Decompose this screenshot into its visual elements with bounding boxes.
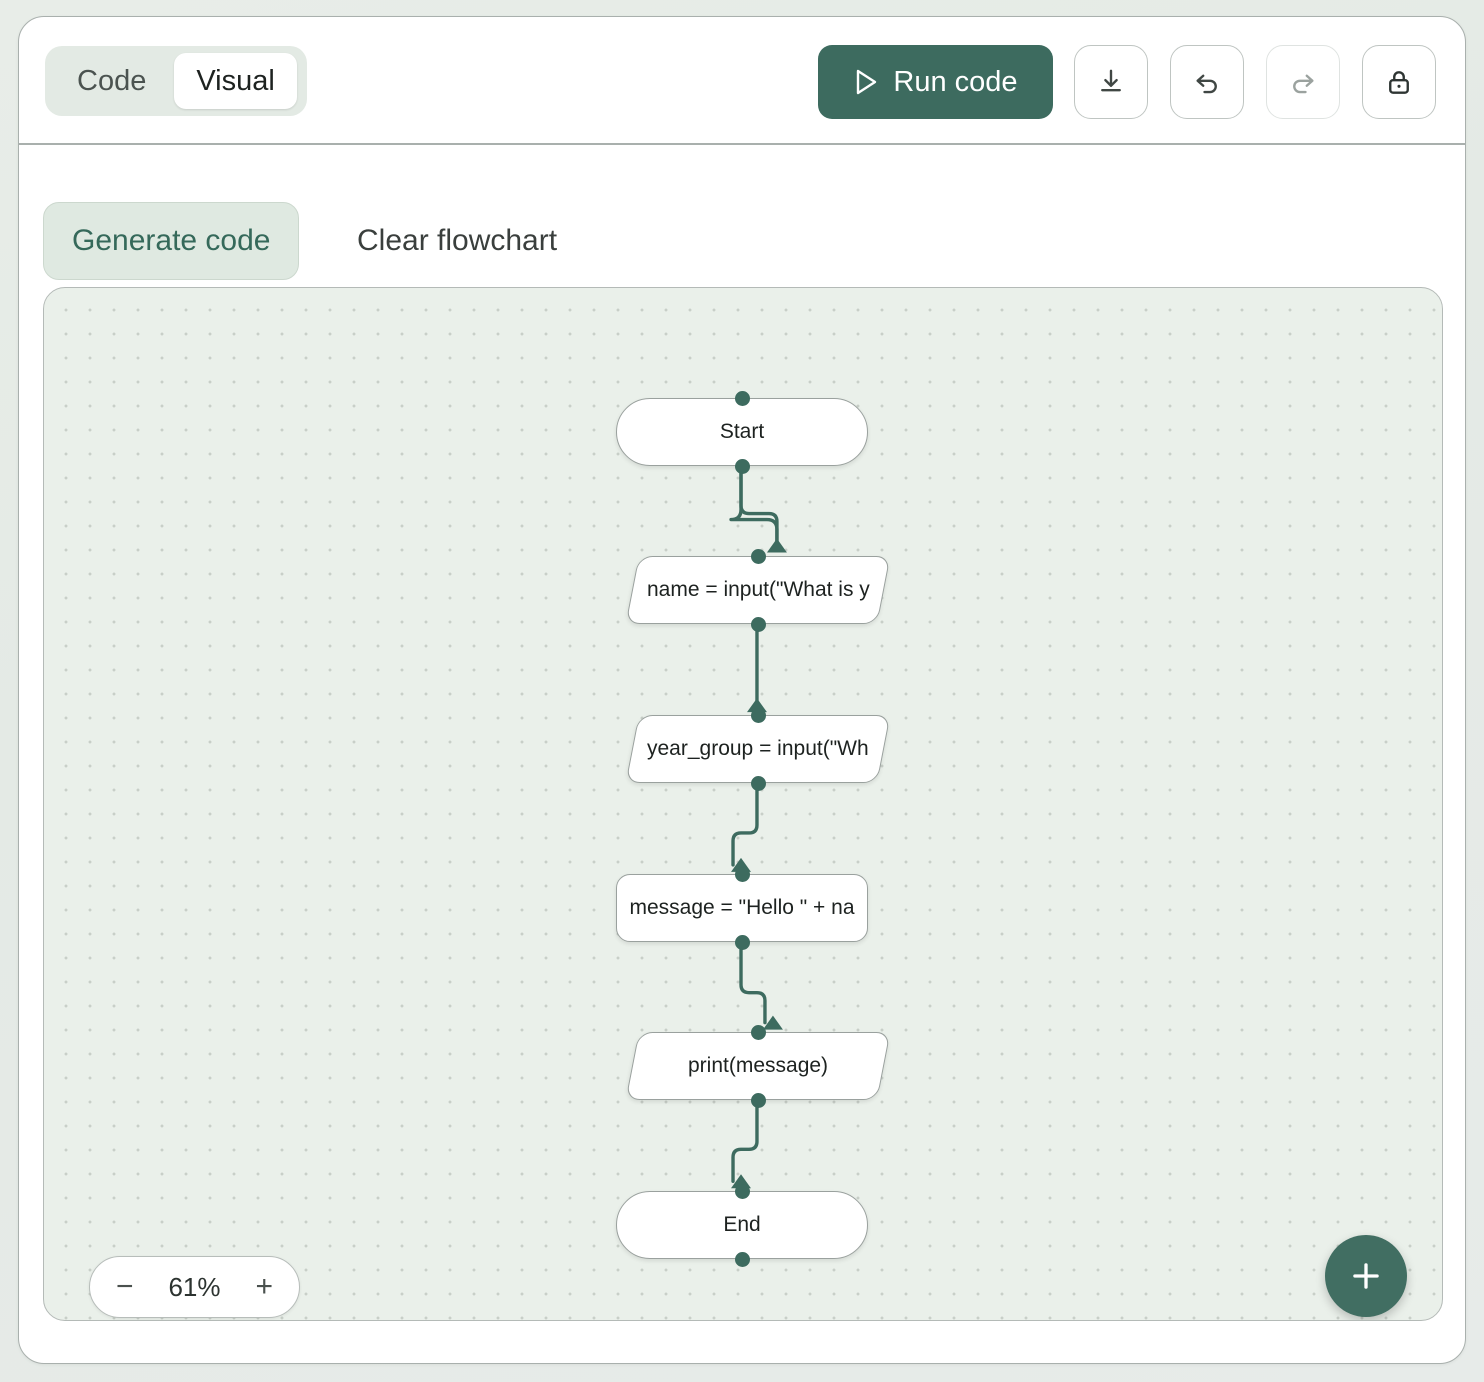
redo-button[interactable] <box>1266 45 1340 119</box>
undo-icon <box>1196 74 1217 94</box>
add-node-button[interactable] <box>1325 1235 1407 1317</box>
node-handle-top[interactable] <box>751 708 766 723</box>
undo-button[interactable] <box>1170 45 1244 119</box>
clear-flowchart-button[interactable]: Clear flowchart <box>357 224 558 257</box>
flow-node-input-name[interactable]: name = input("What is y <box>625 556 891 624</box>
action-bar: Generate code Clear flowchart <box>19 147 1465 287</box>
zoom-in-button[interactable]: + <box>255 1270 273 1303</box>
tab-code[interactable]: Code <box>77 64 147 97</box>
node-handle-bottom[interactable] <box>735 1252 750 1267</box>
generate-code-button[interactable]: Generate code <box>43 202 300 280</box>
node-handle-bottom[interactable] <box>735 935 750 950</box>
flow-node-start[interactable]: Start <box>616 398 868 466</box>
edge-start-input1 <box>729 470 779 548</box>
node-handle-top[interactable] <box>735 867 750 882</box>
node-handle-bottom[interactable] <box>751 1093 766 1108</box>
plus-icon <box>1353 1263 1379 1289</box>
editor-card: Code Visual Run code <box>18 16 1466 1364</box>
run-code-button[interactable]: Run code <box>818 45 1053 119</box>
flow-node-label: name = input("What is y <box>646 578 870 601</box>
edge-input2-assign <box>731 787 759 867</box>
toolbar-header: Code Visual Run code <box>19 17 1465 145</box>
flow-node-end[interactable]: End <box>616 1191 868 1259</box>
flow-node-label: year_group = input("Wh <box>647 737 869 760</box>
tab-visual[interactable]: Visual <box>174 53 297 109</box>
flow-node-assign-message[interactable]: message = "Hello " + na <box>616 874 868 942</box>
node-handle-top[interactable] <box>735 391 750 406</box>
flow-node-print-message[interactable]: print(message) <box>625 1032 891 1100</box>
flow-node-label: print(message) <box>687 1054 829 1077</box>
view-mode-segmented-control[interactable]: Code Visual <box>45 46 307 116</box>
download-button[interactable] <box>1074 45 1148 119</box>
zoom-level-value: 61% <box>168 1271 221 1302</box>
node-handle-top[interactable] <box>751 1025 766 1040</box>
download-icon <box>1101 69 1121 92</box>
node-handle-bottom[interactable] <box>735 459 750 474</box>
flow-node-label: message = "Hello " + na <box>629 896 855 919</box>
lock-icon <box>1389 71 1409 94</box>
lock-button[interactable] <box>1362 45 1436 119</box>
node-handle-top[interactable] <box>735 1184 750 1199</box>
edge-assign-output1 <box>739 946 767 1025</box>
run-code-label: Run code <box>893 65 1018 98</box>
flow-node-label: End <box>723 1213 761 1236</box>
node-handle-bottom[interactable] <box>751 617 766 632</box>
flow-node-input-year-group[interactable]: year_group = input("Wh <box>625 715 891 783</box>
node-handle-bottom[interactable] <box>751 776 766 791</box>
flowchart-canvas[interactable]: Start name = input("What is y year_group… <box>43 287 1443 1321</box>
redo-icon <box>1293 74 1314 94</box>
node-handle-top[interactable] <box>751 549 766 564</box>
edge-output1-end <box>731 1103 759 1183</box>
zoom-out-button[interactable]: − <box>116 1270 134 1303</box>
flow-node-label: Start <box>719 420 765 443</box>
zoom-control[interactable]: − 61% + <box>89 1256 300 1318</box>
play-icon <box>857 69 877 95</box>
